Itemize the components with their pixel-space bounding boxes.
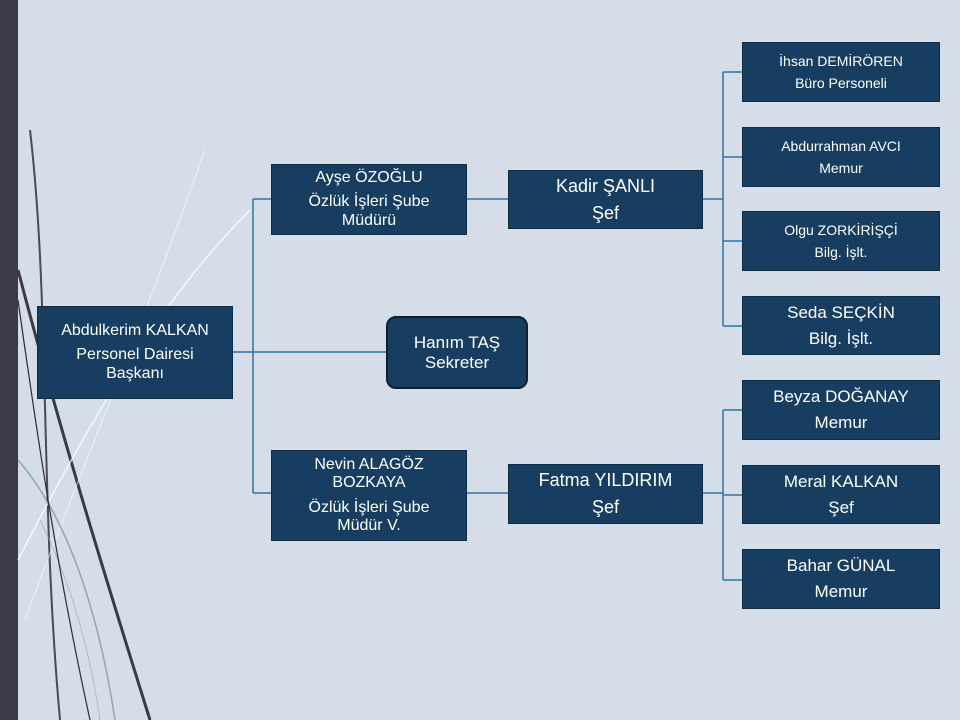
node-staff1-4: Seda SEÇKİN Bilg. İşlt. (742, 296, 940, 355)
node-staff1-3-name: Olgu ZORKİRİŞÇİ (784, 221, 898, 238)
node-staff1-2-title: Memur (819, 160, 863, 176)
connector-head-to-branches (233, 198, 386, 494)
node-staff1-1: İhsan DEMİRÖREN Büro Personeli (742, 42, 940, 102)
node-staff1-4-title: Bilg. İşlt. (808, 328, 874, 348)
node-secretary: Hanım TAŞ Sekreter (386, 316, 528, 389)
node-manager2: Nevin ALAGÖZ BOZKAYA Özlük İşleri Şube M… (271, 450, 467, 541)
node-head-title: Personel Dairesi Başkanı (76, 346, 194, 382)
node-head-name: Abdulkerim KALKAN (61, 321, 209, 339)
node-staff2-3-title: Memur (814, 582, 868, 601)
node-manager2-name: Nevin ALAGÖZ BOZKAYA (314, 455, 424, 492)
node-staff2-1-name: Beyza DOĞANAY (773, 387, 909, 407)
node-staff1-1-title: Büro Personeli (795, 75, 887, 91)
node-secretary-name: Hanım TAŞ (413, 332, 501, 352)
node-secretary-title: Sekreter (424, 352, 490, 372)
node-chief1-title: Şef (591, 202, 620, 223)
node-staff2-1-title: Memur (814, 413, 868, 432)
node-staff1-2-name: Abdurrahman AVCI (781, 137, 901, 154)
node-chief2-title: Şef (591, 497, 620, 517)
node-head: Abdulkerim KALKAN Personel Dairesi Başka… (37, 306, 233, 399)
node-manager1-title: Özlük İşleri Şube Müdürü (308, 193, 430, 229)
connector-chief1-to-staff (703, 71, 742, 327)
connector-chief2-to-staff (703, 409, 742, 581)
node-staff2-3: Bahar GÜNAL Memur (742, 549, 940, 609)
node-staff1-3: Olgu ZORKİRİŞÇİ Bilg. İşlt. (742, 211, 940, 271)
node-manager2-title: Özlük İşleri Şube Müdür V. (308, 498, 430, 534)
node-staff2-2: Meral KALKAN Şef (742, 465, 940, 524)
node-staff2-2-title: Şef (828, 497, 854, 517)
node-manager1-name: Ayşe ÖZOĞLU (315, 168, 423, 186)
left-sidebar-band (0, 0, 18, 720)
node-staff2-1: Beyza DOĞANAY Memur (742, 380, 940, 440)
node-staff1-2: Abdurrahman AVCI Memur (742, 127, 940, 187)
node-chief2-name: Fatma YILDIRIM (538, 470, 673, 491)
node-chief1-name: Kadir ŞANLI (555, 175, 656, 196)
node-staff2-3-name: Bahar GÜNAL (786, 556, 896, 576)
node-staff1-4-name: Seda SEÇKİN (787, 302, 895, 322)
node-staff2-2-name: Meral KALKAN (783, 471, 899, 491)
node-chief2: Fatma YILDIRIM Şef (508, 464, 703, 524)
node-chief1: Kadir ŞANLI Şef (508, 170, 703, 229)
node-staff1-1-name: İhsan DEMİRÖREN (779, 52, 903, 69)
node-staff1-3-title: Bilg. İşlt. (814, 244, 868, 260)
node-manager1: Ayşe ÖZOĞLU Özlük İşleri Şube Müdürü (271, 164, 467, 235)
